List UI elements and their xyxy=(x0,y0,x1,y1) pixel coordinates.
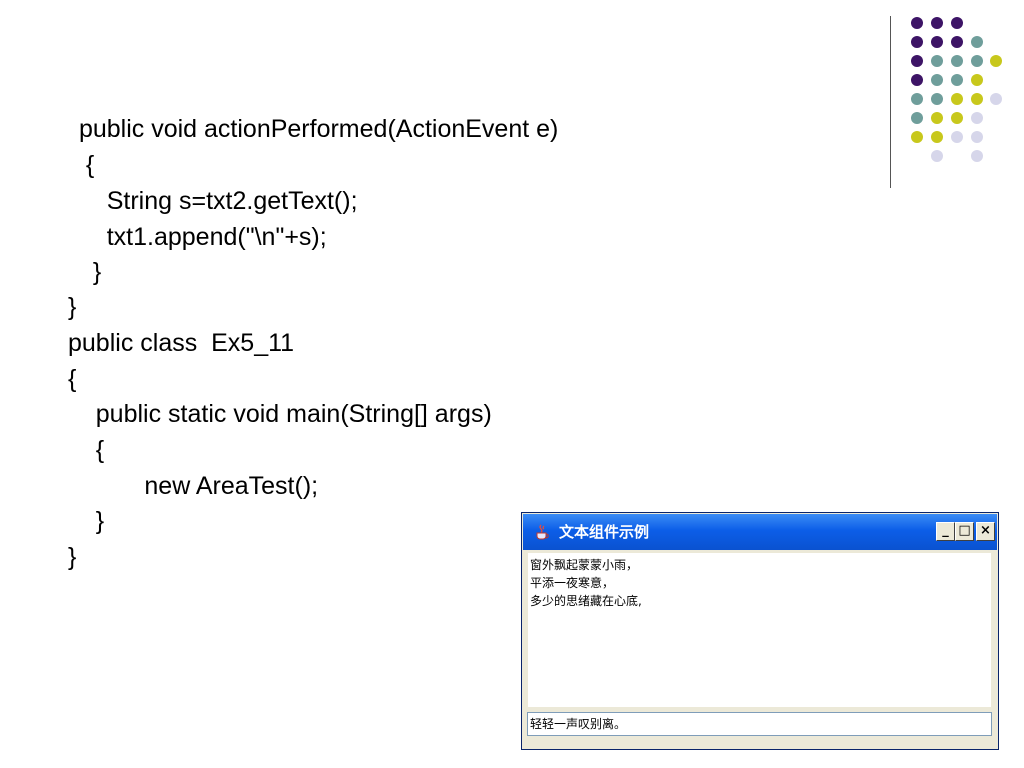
dot xyxy=(911,112,923,124)
java-cup-icon xyxy=(536,524,549,540)
minimize-button[interactable]: _ xyxy=(936,522,955,541)
dot xyxy=(911,74,923,86)
dot xyxy=(971,112,983,124)
code-line: } xyxy=(68,293,77,321)
dot xyxy=(971,36,983,48)
dot xyxy=(931,93,943,105)
dot xyxy=(951,131,963,143)
dot xyxy=(931,17,943,29)
code-line: public void actionPerformed(ActionEvent … xyxy=(72,115,559,143)
text-area[interactable]: 窗外飘起蒙蒙小雨， 平添一夜寒意， 多少的思绪藏在心底, xyxy=(528,553,991,707)
dot xyxy=(990,93,1002,105)
code-line: } xyxy=(68,507,105,535)
dot xyxy=(971,74,983,86)
maximize-button[interactable]: □ xyxy=(955,522,974,541)
dot xyxy=(971,131,983,143)
text-area-line: 窗外飘起蒙蒙小雨， xyxy=(530,558,639,572)
dot xyxy=(951,74,963,86)
dot xyxy=(911,17,923,29)
code-line: { xyxy=(68,365,77,393)
dot xyxy=(951,17,963,29)
code-line: new AreaTest(); xyxy=(68,472,319,500)
code-line: public static void main(String[] args) xyxy=(68,400,492,428)
code-line: String s=txt2.getText(); xyxy=(72,187,358,215)
dot xyxy=(931,112,943,124)
code-line: public class Ex5_11 xyxy=(68,329,295,357)
code-line: } xyxy=(68,543,77,571)
app-window: 文本组件示例 _ □ × 窗外飘起蒙蒙小雨， 平添一夜寒意， 多少的思绪藏在心底… xyxy=(521,512,999,750)
dot xyxy=(951,93,963,105)
dot xyxy=(931,74,943,86)
close-button[interactable]: × xyxy=(976,522,995,541)
code-line: { xyxy=(72,151,95,179)
dot xyxy=(911,93,923,105)
dot xyxy=(931,131,943,143)
dot xyxy=(911,55,923,67)
dot xyxy=(990,55,1002,67)
dot xyxy=(911,36,923,48)
dot xyxy=(951,36,963,48)
dot xyxy=(971,93,983,105)
dot xyxy=(931,36,943,48)
text-area-line: 平添一夜寒意， xyxy=(530,576,615,590)
text-input-field[interactable]: 轻轻一声叹别离。 xyxy=(527,712,992,736)
window-title: 文本组件示例 xyxy=(559,523,650,541)
dot xyxy=(951,55,963,67)
vertical-divider xyxy=(890,16,891,188)
dot xyxy=(931,150,943,162)
title-bar[interactable]: 文本组件示例 _ □ × xyxy=(523,514,997,550)
text-area-line: 多少的思绪藏在心底, xyxy=(530,594,642,608)
code-line: } xyxy=(72,258,102,286)
code-line: txt1.append("\n"+s); xyxy=(72,223,327,251)
dot xyxy=(911,131,923,143)
dot xyxy=(971,150,983,162)
dot xyxy=(931,55,943,67)
dot xyxy=(971,55,983,67)
dot xyxy=(951,112,963,124)
code-line: { xyxy=(68,436,105,464)
